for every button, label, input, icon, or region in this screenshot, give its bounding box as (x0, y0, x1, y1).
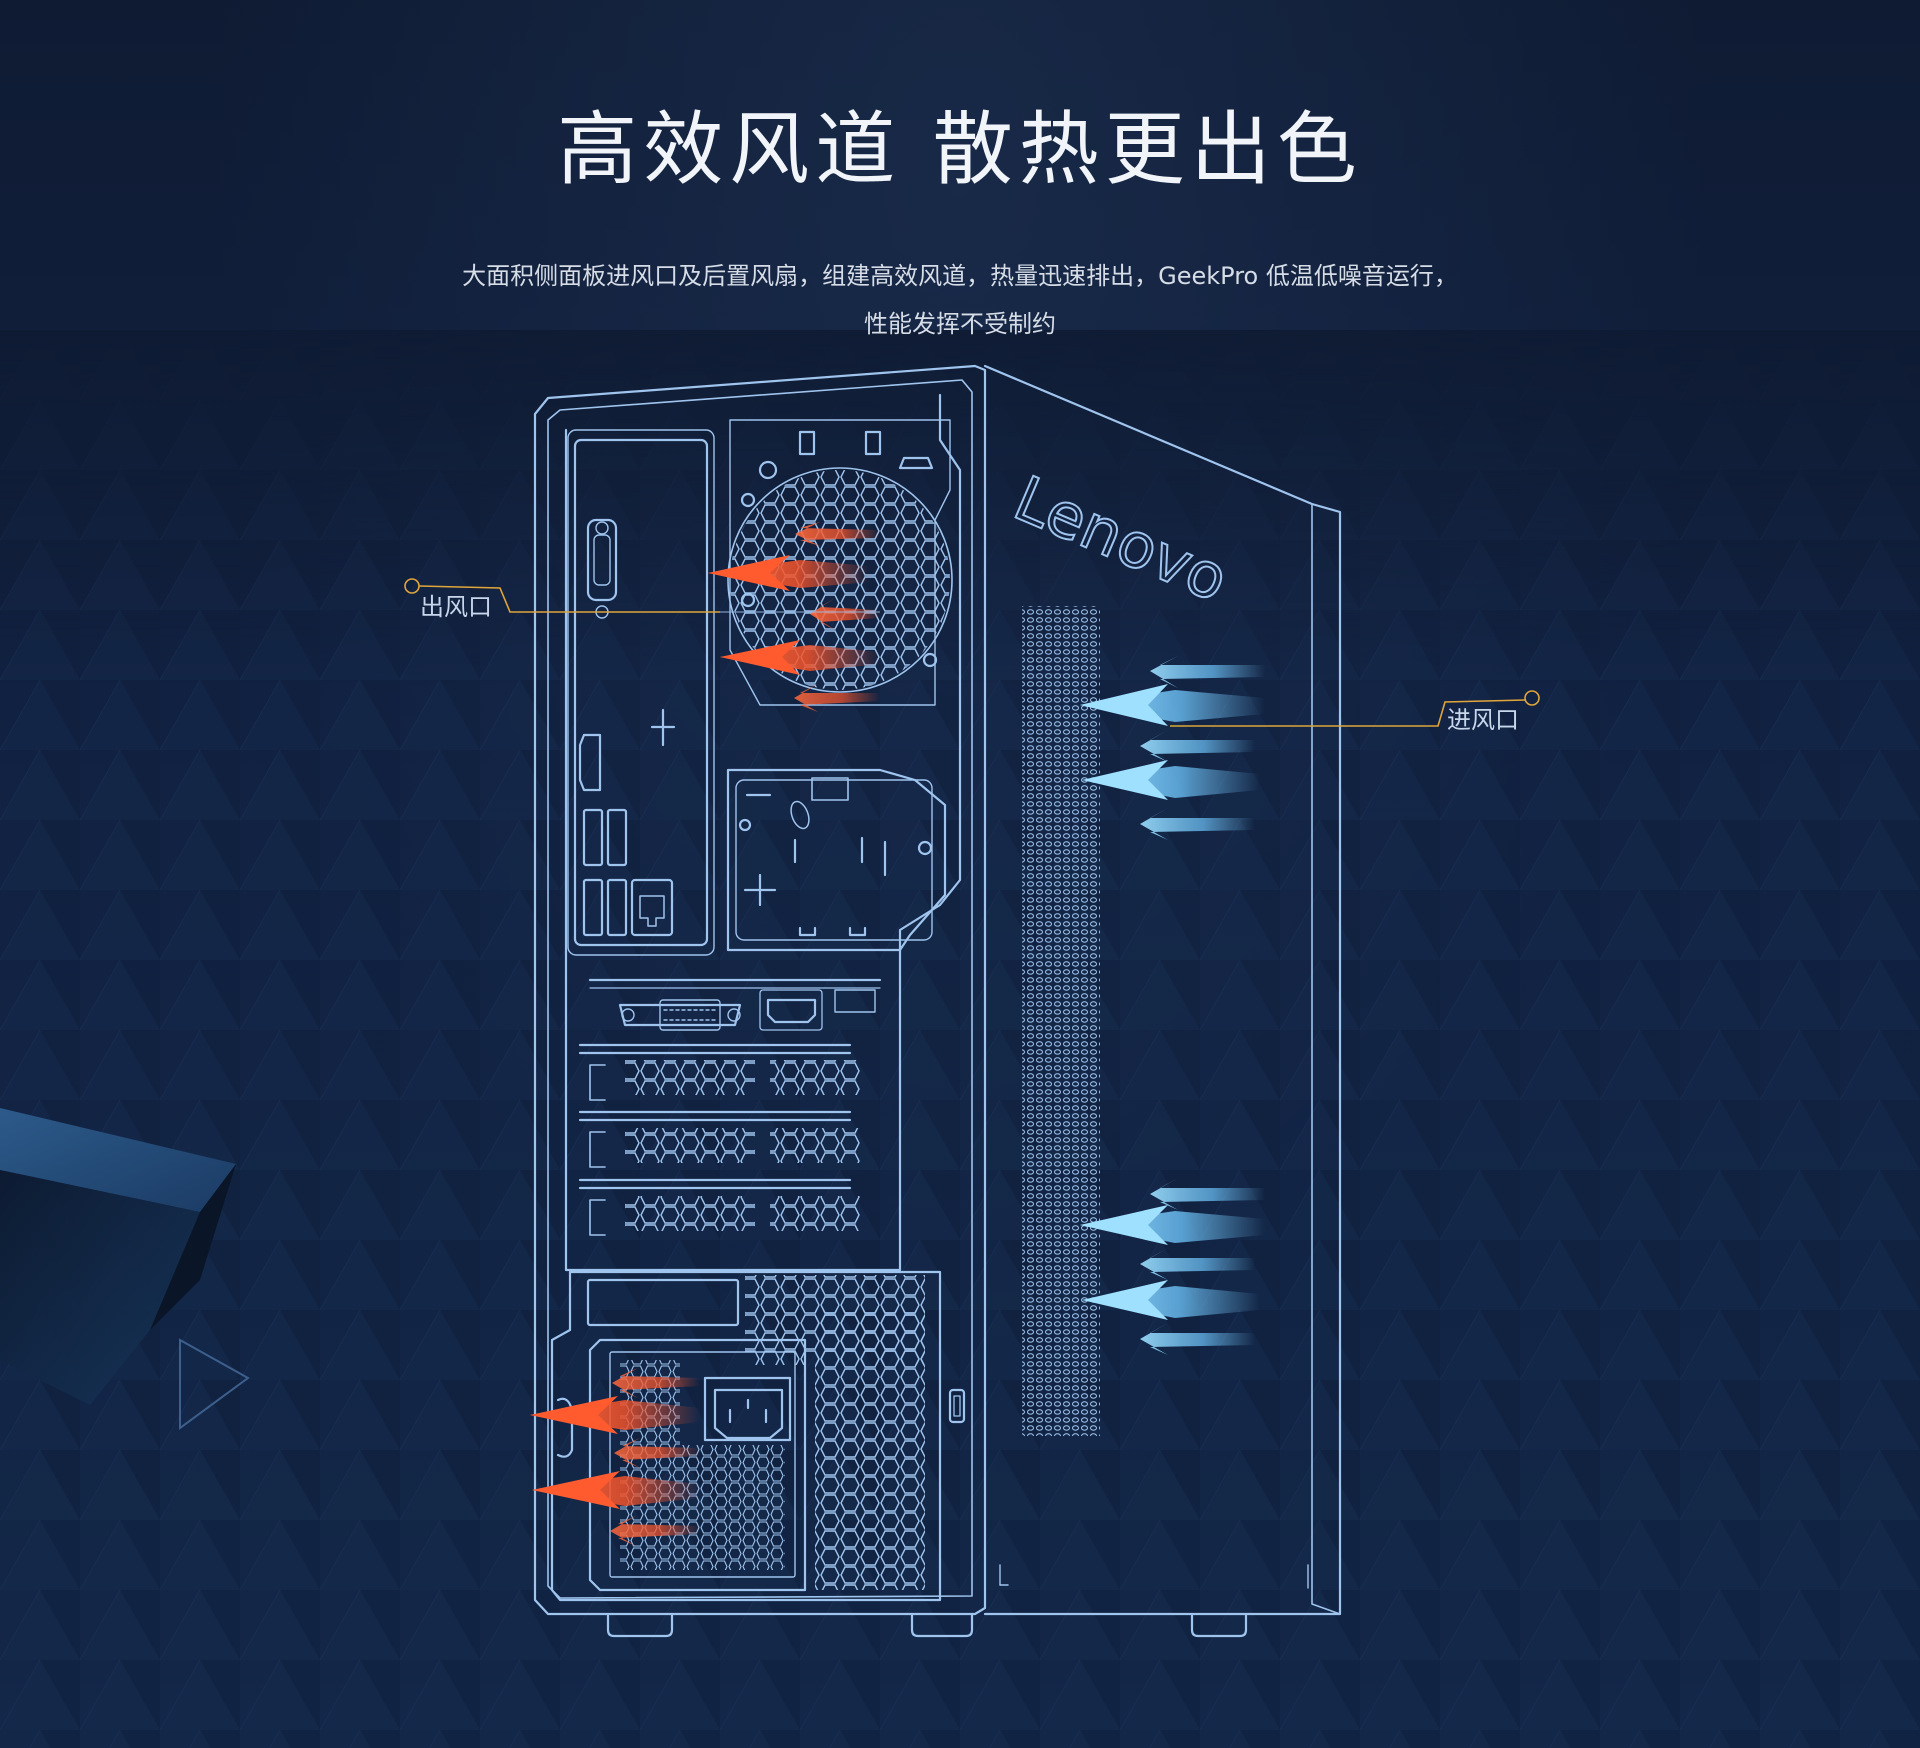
intake-arrows (1080, 656, 1265, 1355)
intake-label: 进风口 (1447, 706, 1519, 734)
exhaust-callout (404, 578, 880, 613)
exhaust-label: 出风口 (420, 593, 492, 621)
page-description: 大面积侧面板进风口及后置风扇，组建高效风道，热量迅速排出，GeekPro 低温低… (360, 252, 1560, 348)
description-line-2: 性能发挥不受制约 (864, 310, 1056, 338)
exhaust-arrows (530, 522, 880, 1546)
description-line-1: 大面积侧面板进风口及后置风扇，组建高效风道，热量迅速排出，GeekPro 低温低… (462, 262, 1458, 290)
slot-hex-holes (625, 1060, 860, 1231)
page-title: 高效风道 散热更出色 (557, 103, 1363, 196)
play-icon[interactable] (179, 1338, 250, 1430)
brand-logo: Lenovo (1004, 462, 1238, 617)
decorative-wedge (0, 1108, 236, 1405)
pc-case-outline (533, 364, 1342, 1638)
intake-callout (1170, 690, 1540, 727)
